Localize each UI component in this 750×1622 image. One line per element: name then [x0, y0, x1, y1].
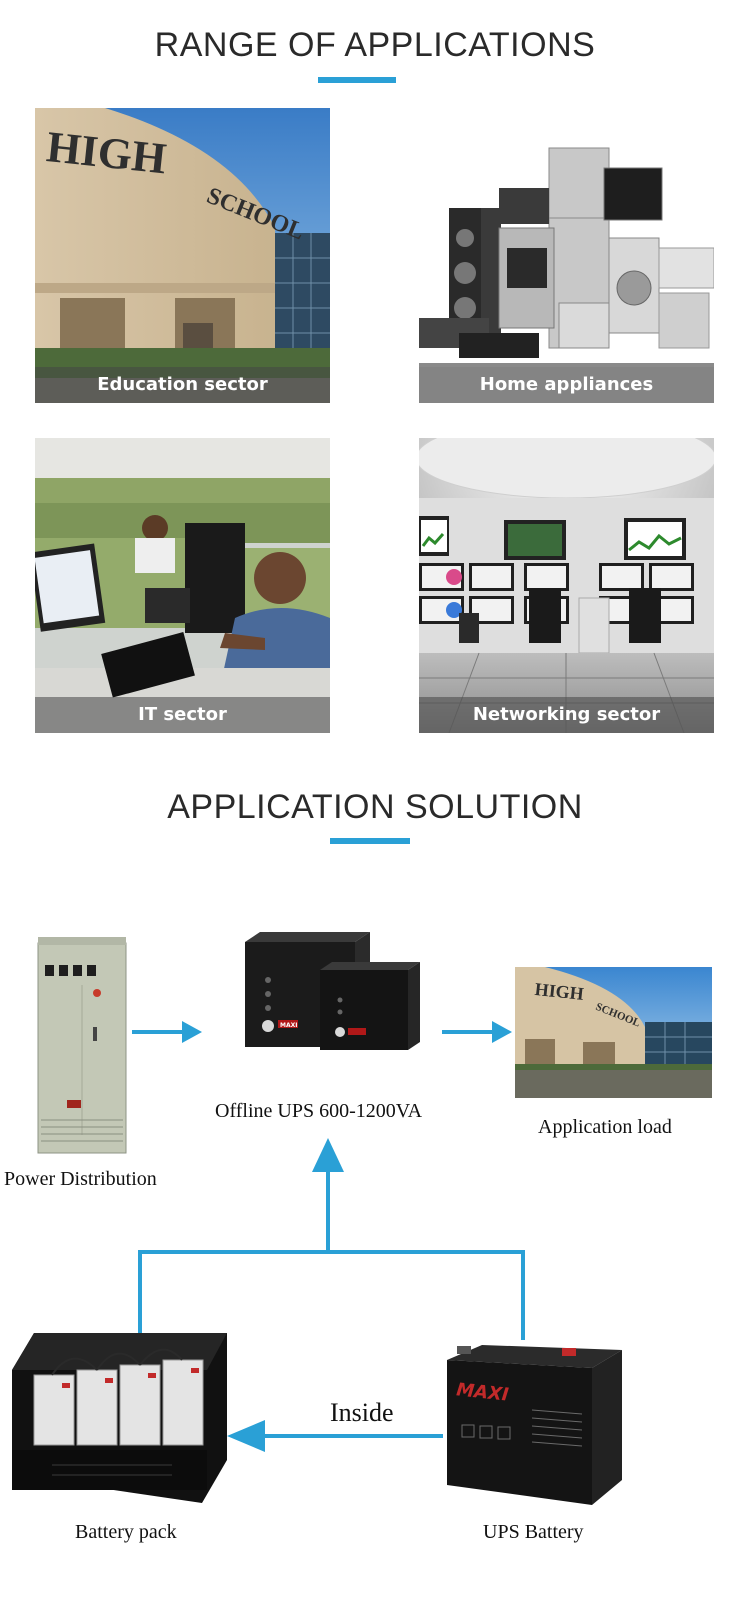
power-distribution-cabinet-image [35, 935, 130, 1160]
tile-caption: Home appliances [419, 367, 714, 403]
solution-section-title: APPLICATION SOLUTION [167, 788, 583, 826]
home-appliances-image [419, 108, 714, 403]
range-section-title: RANGE OF APPLICATIONS [154, 26, 596, 64]
arrow-right-icon [442, 1021, 512, 1043]
office-workers-image [35, 438, 330, 733]
tile-caption: IT sector [35, 697, 330, 733]
application-load-label: Application load [538, 1116, 672, 1138]
tile-caption: Education sector [35, 367, 330, 403]
power-distribution-label: Power Distribution [4, 1168, 157, 1190]
battery-pack-label: Battery pack [75, 1521, 177, 1543]
offline-ups-label: Offline UPS 600-1200VA [215, 1100, 423, 1122]
tile-networking-sector[interactable]: Networking sector [419, 438, 714, 733]
control-room-image [419, 438, 714, 733]
application-load-image: HIGH SCHOOL [515, 967, 712, 1098]
offline-ups-image: MAXI [240, 930, 425, 1055]
ups-battery-label: UPS Battery [483, 1521, 584, 1543]
ups-brand-text: MAXI [280, 1022, 297, 1029]
school-building-image: HIGH SCHOOL [35, 108, 330, 403]
arrow-left-icon [227, 1420, 443, 1452]
arrow-right-icon [132, 1021, 202, 1043]
ups-battery-image: MAXI [442, 1340, 627, 1510]
inside-label: Inside [330, 1398, 394, 1427]
tile-education[interactable]: HIGH SCHOOL Education sector [35, 108, 330, 403]
tile-home-appliances[interactable]: Home appliances [419, 108, 714, 403]
battery-pack-image [12, 1325, 227, 1505]
battery-to-ups-connector [138, 1138, 525, 1340]
solution-title-underline [330, 838, 410, 844]
range-title-underline [318, 77, 396, 83]
tile-caption: Networking sector [419, 697, 714, 733]
tile-it-sector[interactable]: IT sector [35, 438, 330, 733]
